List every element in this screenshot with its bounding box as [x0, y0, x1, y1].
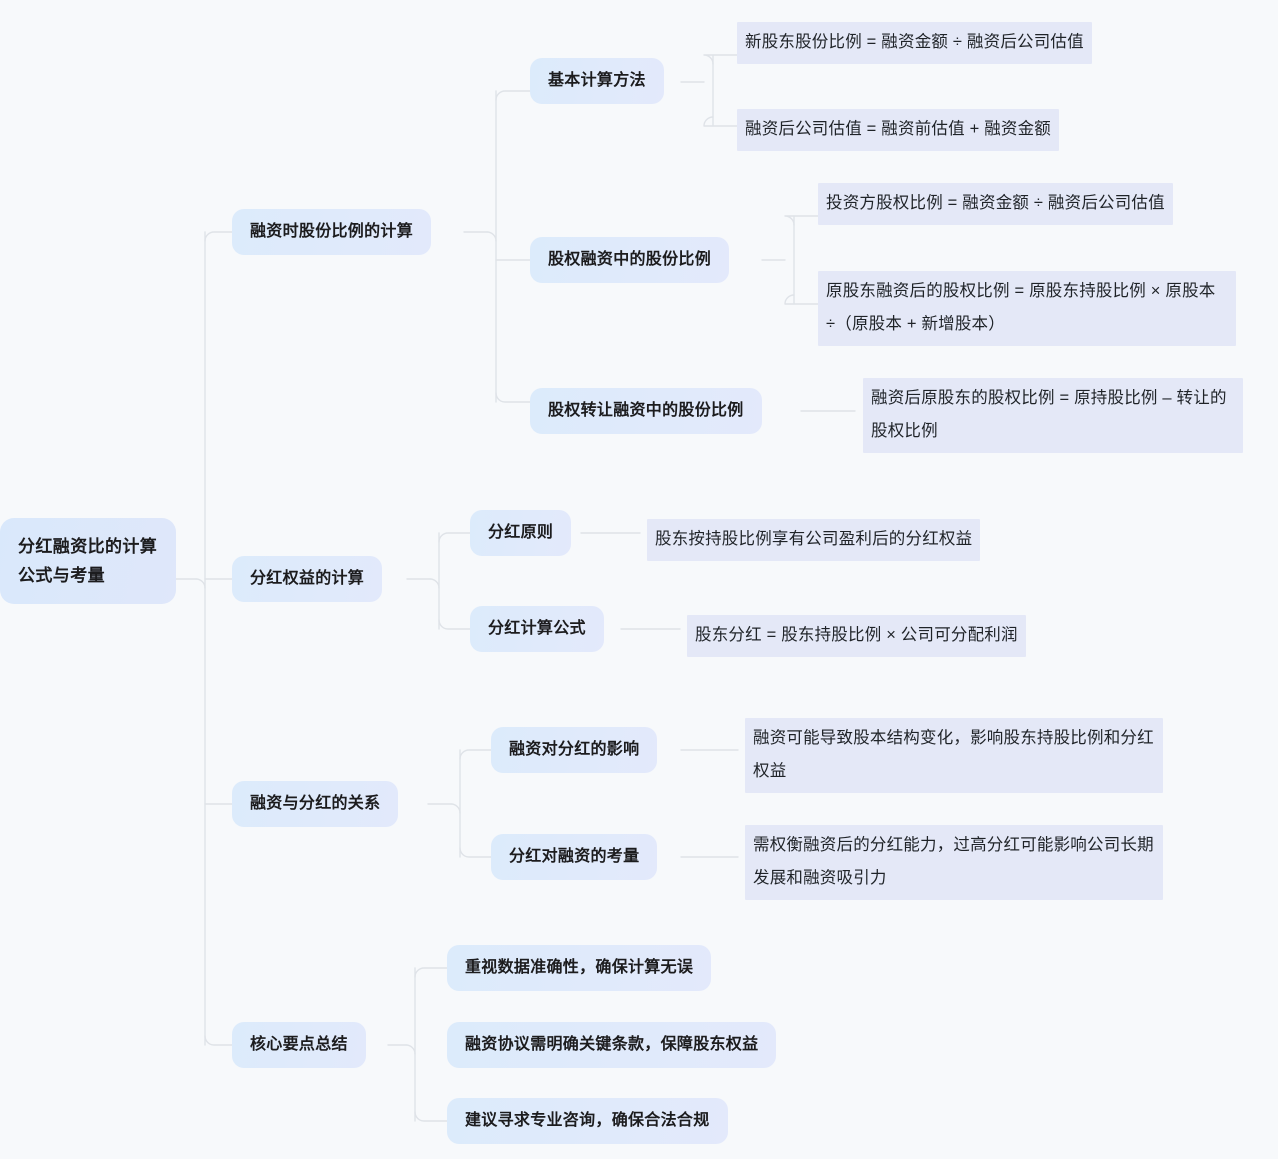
sub-node-equity-transfer-ratio[interactable]: 股权转让融资中的股份比例	[530, 388, 762, 434]
leaf-node-text: 原股东融资后的股权比例 = 原股东持股比例 × 原股本 ÷（原股本 + 新增股本…	[818, 271, 1236, 346]
sub-node-dividend-principle[interactable]: 分红原则	[470, 510, 572, 556]
leaf-node[interactable]: 融资后原股东的股权比例 = 原持股比例 – 转让的股权比例	[863, 378, 1243, 453]
leaf-node-text: 投资方股权比例 = 融资金额 ÷ 融资后公司估值	[818, 183, 1173, 225]
branch-node-label: 核心要点总结	[250, 1036, 348, 1053]
leaf-node[interactable]: 融资可能导致股本结构变化，影响股东持股比例和分红权益	[745, 718, 1163, 793]
sub-node-label: 基本计算方法	[548, 72, 646, 89]
sub-node-equity-financing-ratio[interactable]: 股权融资中的股份比例	[530, 237, 730, 283]
branch-node-financing-share-ratio[interactable]: 融资时股份比例的计算	[232, 209, 432, 255]
leaf-node[interactable]: 融资后公司估值 = 融资前估值 + 融资金额	[737, 109, 1137, 151]
root-node[interactable]: 分红融资比的计算公式与考量	[0, 518, 176, 604]
leaf-node[interactable]: 需权衡融资后的分红能力，过高分红可能影响公司长期发展和融资吸引力	[745, 825, 1163, 900]
sub-node-label: 分红对融资的考量	[509, 848, 640, 865]
sub-node-financing-impact-on-dividend[interactable]: 融资对分红的影响	[491, 727, 658, 773]
branch-node-key-takeaways[interactable]: 核心要点总结	[232, 1022, 366, 1068]
sub-node-label: 融资对分红的影响	[509, 741, 640, 758]
sub-node-label: 股权转让融资中的股份比例	[548, 402, 744, 419]
sub-node-basic-calculation[interactable]: 基本计算方法	[530, 58, 664, 104]
leaf-node[interactable]: 原股东融资后的股权比例 = 原股东持股比例 × 原股本 ÷（原股本 + 新增股本…	[818, 271, 1236, 346]
leaf-node-text: 需权衡融资后的分红能力，过高分红可能影响公司长期发展和融资吸引力	[745, 825, 1163, 900]
sub-node-dividend-consideration-for-financing[interactable]: 分红对融资的考量	[491, 834, 658, 880]
sub-node-label: 融资协议需明确关键条款，保障股东权益	[465, 1036, 759, 1053]
branch-node-dividend-rights[interactable]: 分红权益的计算	[232, 556, 383, 602]
leaf-node[interactable]: 股东按持股比例享有公司盈利后的分红权益	[647, 519, 1047, 561]
sub-node-label: 股权融资中的股份比例	[548, 251, 712, 268]
sub-node-label: 重视数据准确性，确保计算无误	[465, 959, 694, 976]
branch-node-label: 融资与分红的关系	[250, 795, 381, 812]
sub-node-professional-advice[interactable]: 建议寻求专业咨询，确保合法合规	[447, 1098, 728, 1144]
leaf-node-text: 融资可能导致股本结构变化，影响股东持股比例和分红权益	[745, 718, 1163, 793]
sub-node-label: 建议寻求专业咨询，确保合法合规	[465, 1112, 710, 1129]
leaf-node-text: 融资后原股东的股权比例 = 原持股比例 – 转让的股权比例	[863, 378, 1243, 453]
branch-node-financing-dividend-relation[interactable]: 融资与分红的关系	[232, 781, 399, 827]
leaf-node-text: 股东分红 = 股东持股比例 × 公司可分配利润	[687, 615, 1026, 657]
sub-node-label: 分红原则	[488, 524, 554, 541]
leaf-node[interactable]: 投资方股权比例 = 融资金额 ÷ 融资后公司估值	[818, 183, 1236, 225]
branch-node-label: 分红权益的计算	[250, 570, 365, 587]
leaf-node-text: 融资后公司估值 = 融资前估值 + 融资金额	[737, 109, 1060, 151]
branch-node-label: 融资时股份比例的计算	[250, 223, 414, 240]
sub-node-agreement-terms[interactable]: 融资协议需明确关键条款，保障股东权益	[447, 1022, 777, 1068]
sub-node-dividend-formula[interactable]: 分红计算公式	[470, 606, 604, 652]
leaf-node-text: 股东按持股比例享有公司盈利后的分红权益	[647, 519, 981, 561]
sub-node-label: 分红计算公式	[488, 620, 586, 637]
leaf-node[interactable]: 新股东股份比例 = 融资金额 ÷ 融资后公司估值	[737, 22, 1155, 64]
sub-node-data-accuracy[interactable]: 重视数据准确性，确保计算无误	[447, 945, 712, 991]
leaf-node[interactable]: 股东分红 = 股东持股比例 × 公司可分配利润	[687, 615, 1097, 657]
root-node-label: 分红融资比的计算公式与考量	[18, 537, 158, 585]
leaf-node-text: 新股东股份比例 = 融资金额 ÷ 融资后公司估值	[737, 22, 1092, 64]
